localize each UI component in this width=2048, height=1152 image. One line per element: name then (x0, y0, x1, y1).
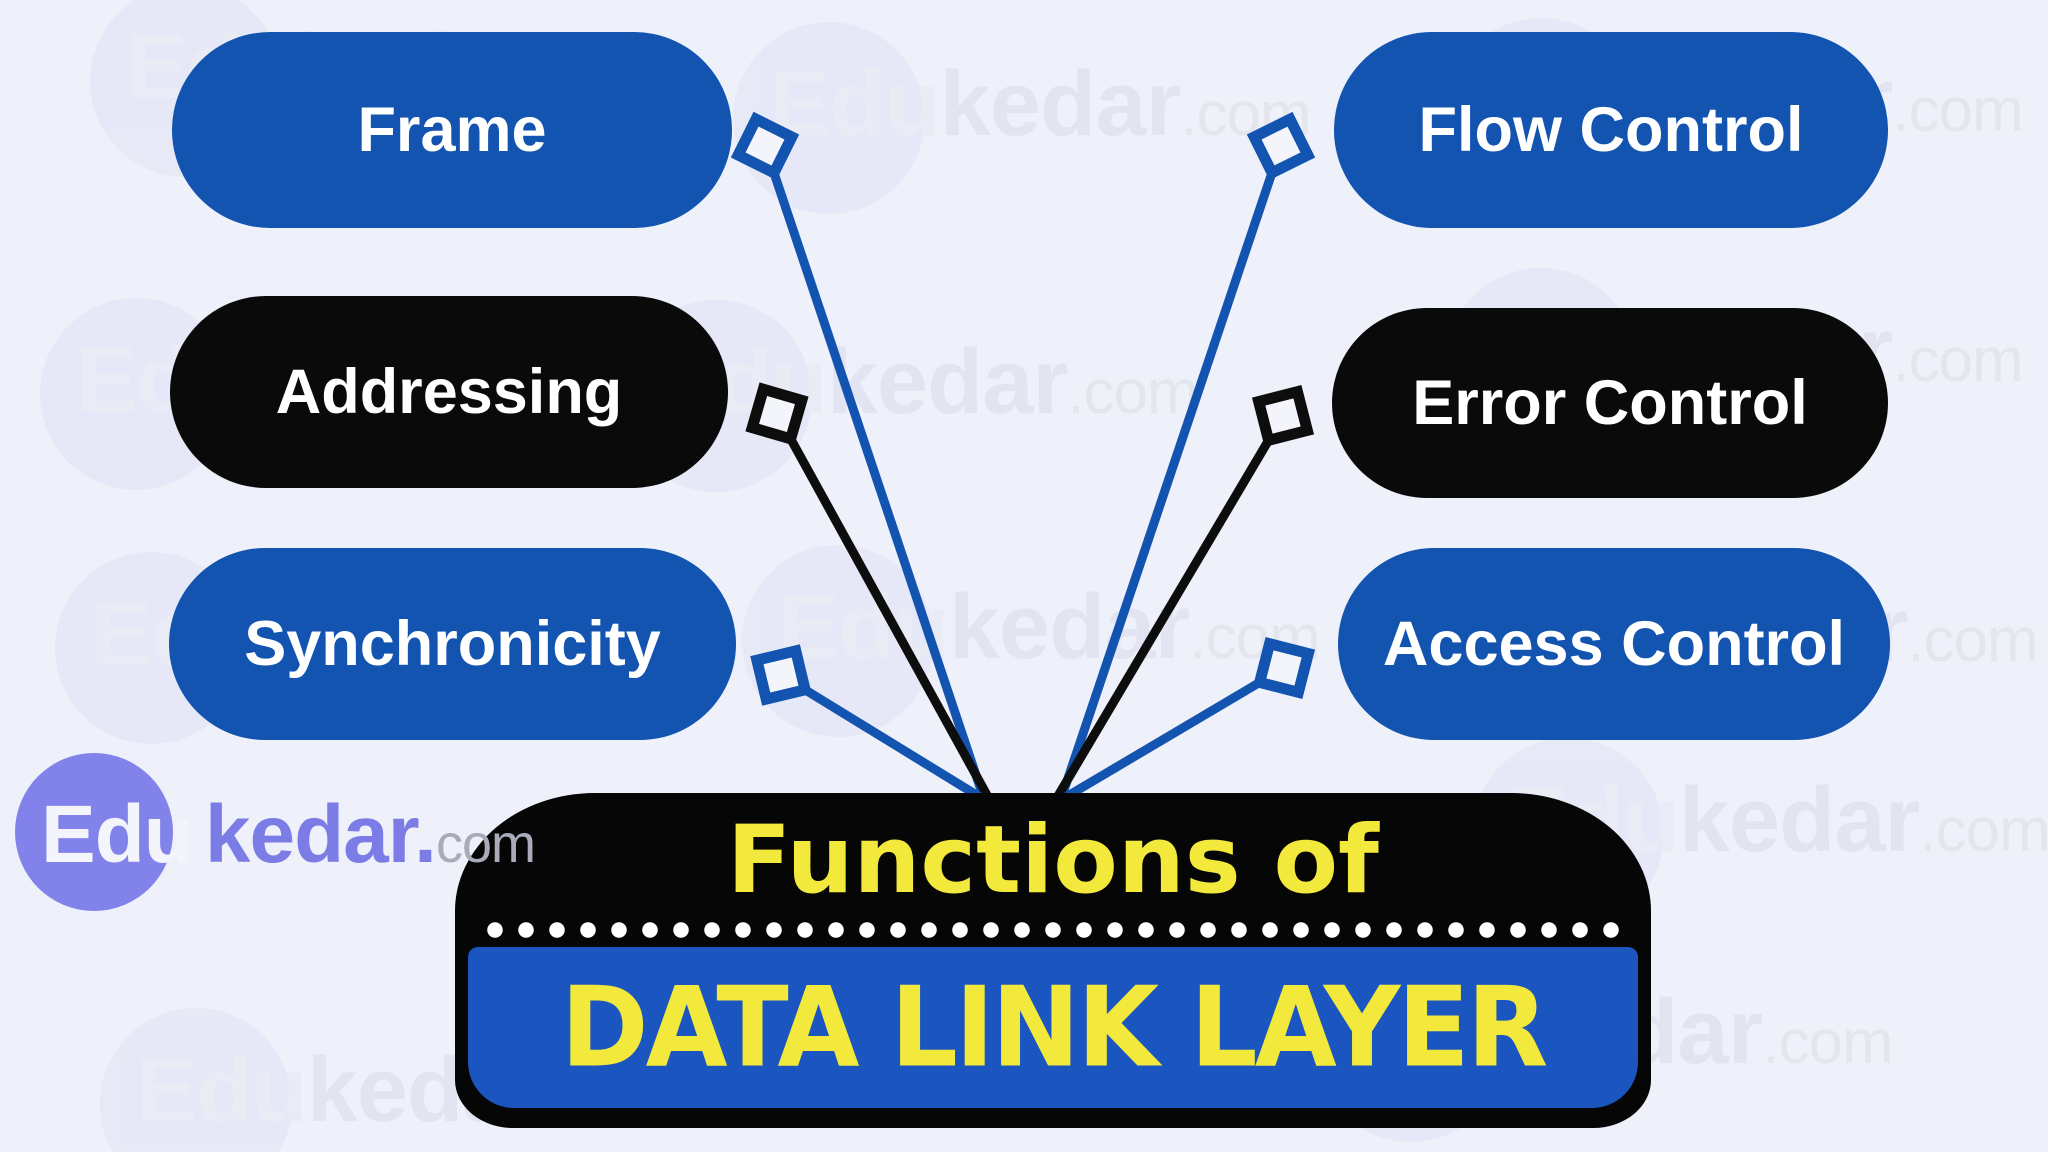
pill-flow-control-label: Flow Control (1418, 95, 1804, 165)
logo-circle (15, 753, 173, 911)
logo-dot: . (414, 789, 437, 880)
pill-error-control-label: Error Control (1412, 368, 1808, 438)
addressing-line-diamond-marker (745, 382, 809, 446)
banner-dotted-divider (478, 919, 1628, 941)
addressing-line (773, 411, 997, 809)
frame-line (760, 144, 990, 804)
synchronicity-line-diamond-marker (750, 644, 812, 706)
pill-flow-control: Flow Control (1334, 32, 1888, 228)
pill-access-control-label: Access Control (1382, 609, 1846, 679)
pill-synchronicity: Synchronicity (169, 548, 736, 740)
pill-access-control: Access Control (1338, 548, 1890, 740)
access-control-line-diamond-marker (1252, 636, 1316, 700)
logo-com: com (435, 814, 536, 874)
pill-synchronicity-label: Synchronicity (244, 609, 661, 679)
access-control-line (1041, 664, 1287, 814)
logo-kedar: kedar (204, 789, 415, 880)
banner-title-line2: DATA LINK LAYER (560, 963, 1549, 1092)
pill-addressing-label: Addressing (275, 357, 623, 427)
pill-addressing: Addressing (170, 296, 728, 488)
frame-line-diamond-marker (730, 111, 800, 181)
banner-blue-band: DATA LINK LAYER (468, 947, 1638, 1108)
pill-error-control: Error Control (1332, 308, 1888, 498)
error-control-line-diamond-marker (1251, 384, 1315, 448)
flow-control-line-diamond-marker (1246, 111, 1316, 181)
logo-edu: Edu (41, 789, 194, 880)
pill-frame-label: Frame (357, 95, 547, 165)
flow-control-line (1055, 144, 1286, 804)
banner-top-section: Functions of (468, 801, 1638, 919)
banner-title-line1: Functions of (727, 805, 1379, 915)
title-banner: Functions of DATA LINK LAYER (455, 793, 1651, 1128)
error-control-line (1048, 413, 1287, 809)
pill-frame: Frame (172, 32, 732, 228)
